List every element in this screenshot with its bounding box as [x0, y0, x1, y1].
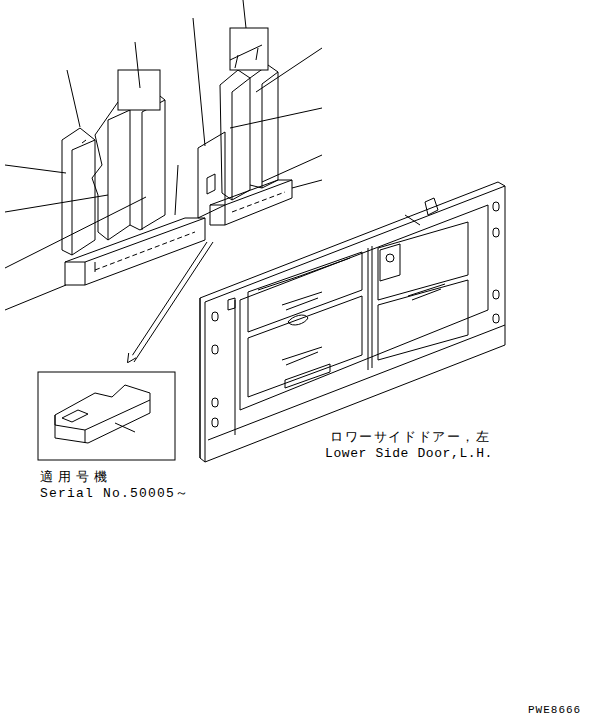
- insulation-pad: [220, 28, 278, 200]
- serial-note: Serial No.50005～: [40, 486, 189, 501]
- insulation-pad: [92, 102, 130, 240]
- insulation-pad: [210, 180, 292, 225]
- insulation-pad: [62, 128, 95, 255]
- serial-note-jp: 適用号機: [40, 470, 112, 485]
- drawing-number: PWE8666: [528, 703, 581, 718]
- view-arrow: [134, 242, 213, 362]
- insulation-pad: [118, 70, 165, 230]
- view-arrow: [128, 242, 207, 362]
- leader-line: [5, 0, 420, 310]
- detail-inset: [38, 372, 175, 460]
- insulation-pad: [65, 218, 205, 285]
- part-title-en: Lower Side Door,L.H.: [325, 446, 493, 461]
- part-title-jp: ロワーサイドドアー，左: [330, 430, 491, 445]
- lower-side-door: [200, 182, 505, 462]
